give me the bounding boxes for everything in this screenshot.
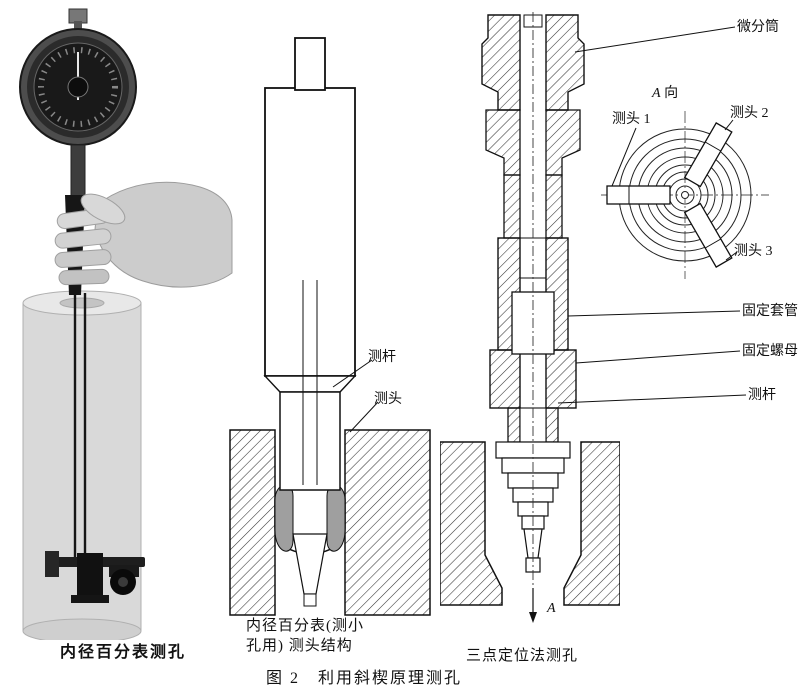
caption-left-photo: 内径百分表测孔 [60, 644, 187, 661]
workpiece-block [229, 429, 431, 616]
center-hub [681, 191, 689, 199]
label-probe-3: 测头 3 [734, 244, 773, 259]
cone-tip [303, 593, 317, 607]
figure-caption: 图 2 利用斜楔原理测孔 [266, 670, 463, 687]
caption-middle-line2: 孔用) 测头结构 [246, 638, 353, 654]
fingers [54, 193, 126, 286]
label-fixed-nut: 固定螺母 [742, 344, 798, 359]
label-view-a: A 向 [652, 86, 678, 102]
photo-dial-bore-gauge [19, 8, 233, 640]
wedge-cone [292, 533, 328, 595]
gauge-body [263, 37, 357, 491]
sleeve [279, 391, 341, 491]
label-view-a-word: 向 [664, 86, 679, 101]
label-measuring-head-mid: 测头 [374, 392, 402, 407]
label-measuring-rod-mid: 测杆 [368, 350, 396, 365]
drawing-three-point-method [440, 12, 620, 623]
drawing-top-view-a [601, 111, 769, 279]
label-view-a-letter: A [652, 86, 661, 101]
drawing-small-hole-gauge-head [229, 37, 431, 616]
label-fixed-sleeve: 固定套管 [742, 304, 798, 319]
caption-middle-line1: 内径百分表(测小 [246, 618, 364, 634]
dial-gauge [19, 8, 137, 202]
hand [54, 181, 233, 288]
bottom-contact-head [45, 551, 145, 603]
label-section-a: A [547, 601, 556, 616]
chuck-collar [485, 109, 581, 176]
neck [503, 174, 563, 239]
workpiece-block [440, 441, 620, 606]
measuring-head-bulb [274, 482, 346, 607]
probe-1 [606, 185, 671, 205]
probe-2 [683, 122, 733, 188]
measuring-rods [73, 293, 87, 561]
caption-right-drawing: 三点定位法测孔 [466, 648, 579, 664]
label-probe-1: 测头 1 [612, 112, 651, 127]
label-probe-2: 测头 2 [730, 106, 769, 121]
top-stem [294, 37, 326, 91]
label-measuring-rod-right: 测杆 [748, 388, 776, 403]
probe-3 [683, 202, 733, 268]
thimble-cap [481, 14, 585, 111]
label-micrometer-thimble: 微分筒 [737, 20, 779, 35]
section-arrow-a [529, 588, 537, 623]
